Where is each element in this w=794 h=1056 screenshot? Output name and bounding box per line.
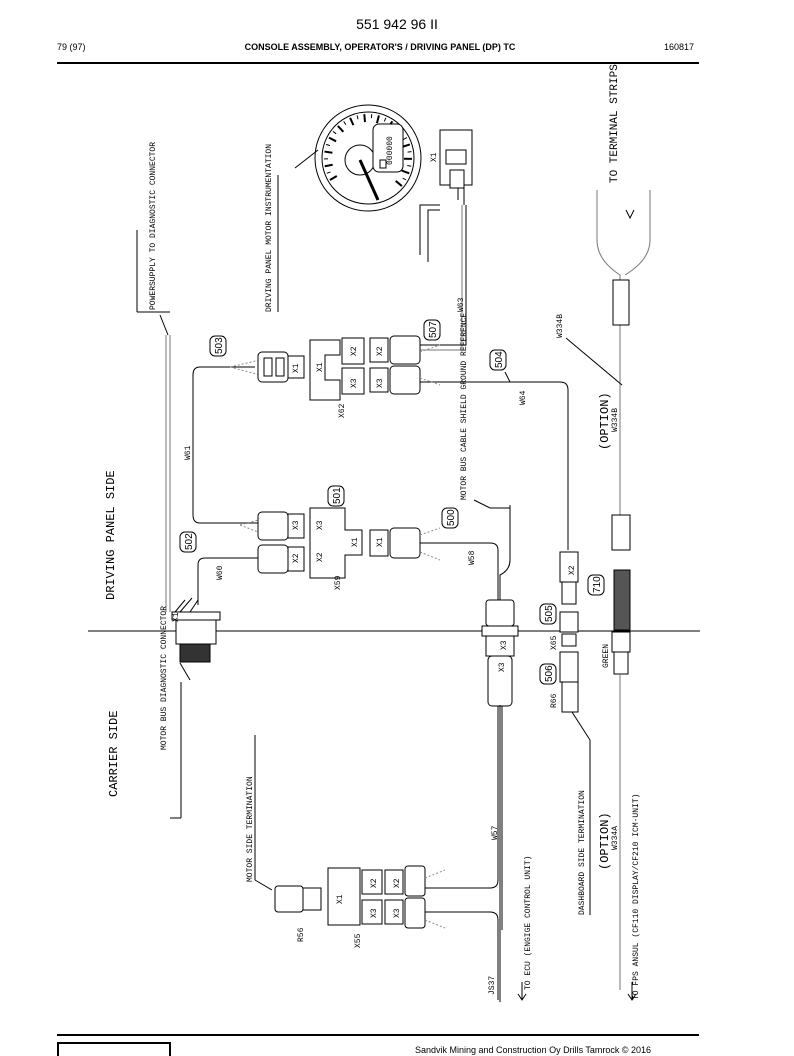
svg-text:X3: X3: [498, 662, 507, 672]
label-option-bottom: (OPTION): [598, 812, 612, 870]
wire-w60: W60: [216, 565, 225, 580]
svg-text:X3: X3: [500, 640, 509, 650]
svg-text:501: 501: [332, 487, 343, 504]
label-to-ecu: TO ECU (ENGIGE CONTROL UNIT): [524, 856, 533, 990]
callout-507: 507: [424, 320, 440, 340]
label-green: GREEN: [602, 644, 611, 668]
gauge-icon: 000000: [315, 105, 421, 211]
label-carrier-side: CARRIER SIDE: [107, 711, 121, 797]
callout-502: 502: [180, 532, 196, 552]
wire-js37: JS37: [488, 976, 497, 995]
svg-text:X1: X1: [351, 537, 360, 547]
wire-w58: W58: [468, 550, 477, 565]
label-to-fps-ansul: TO FPS ANSUL (CF110 DISPLAY/CF210 ICM-UN…: [632, 794, 641, 1000]
svg-text:X3: X3: [370, 908, 379, 918]
label-motor-bus-shield: MOTOR BUS CABLE SHIELD GROUND REFERENCE: [460, 313, 469, 500]
wire-w334a: W334A: [611, 826, 620, 850]
svg-text:506: 506: [544, 665, 555, 682]
connector-x55-label: X55: [354, 933, 363, 948]
svg-text:503: 503: [214, 337, 225, 354]
connector-x65-label: X65: [550, 635, 559, 650]
connector-x62-label: X62: [338, 403, 347, 418]
callout-505: 505: [540, 604, 556, 624]
svg-text:505: 505: [544, 605, 555, 622]
svg-text:X2: X2: [350, 346, 359, 356]
odometer-readout: 000000: [386, 136, 395, 165]
callout-506: 506: [540, 664, 556, 684]
label-motor-bus-diagnostic: MOTOR BUS DIAGNOSTIC CONNECTOR: [160, 606, 169, 750]
connector-r56-label: R56: [297, 927, 306, 942]
wire-w334b-top: W334B: [556, 314, 565, 338]
connector-x55: [275, 866, 425, 928]
label-driving-panel-motor: DRIVING PANEL MOTOR INSTRUMENTATION: [265, 144, 274, 312]
svg-text:X2: X2: [316, 552, 325, 562]
callout-503: 503: [210, 336, 226, 356]
gauge-tick: [324, 152, 332, 153]
gauge-tick: [364, 114, 365, 122]
svg-text:X1: X1: [376, 537, 385, 547]
svg-text:X1: X1: [336, 894, 345, 904]
svg-text:X3: X3: [376, 378, 385, 388]
wire-w57: W57: [491, 825, 500, 840]
wire-w334b-bottom: W334B: [611, 408, 620, 432]
gauge-tick: [408, 152, 412, 153]
svg-text:504: 504: [494, 351, 505, 368]
callout-504: 504: [490, 350, 506, 370]
svg-text:X2: X2: [376, 346, 385, 356]
svg-text:X3: X3: [316, 520, 325, 530]
callout-710: 710: [588, 575, 604, 595]
svg-text:710: 710: [592, 576, 603, 593]
label-driving-panel-side: DRIVING PANEL SIDE: [104, 470, 118, 600]
brand-logo: [57, 1042, 171, 1056]
svg-text:X2: X2: [568, 565, 577, 575]
svg-text:X2: X2: [370, 878, 379, 888]
gauge-connector-x1: X1: [430, 152, 439, 162]
svg-text:500: 500: [446, 509, 457, 526]
callout-501: 501: [328, 486, 344, 506]
svg-text:X1: X1: [172, 612, 181, 622]
connector-x59-label: X59: [334, 575, 343, 590]
connector-r66-label: R66: [550, 693, 559, 708]
wire-w63: W63: [457, 297, 466, 312]
label-motor-side-termination: MOTOR SIDE TERMINATION: [246, 776, 255, 882]
connector-icon: [440, 130, 472, 205]
connector-x59: [258, 508, 420, 578]
svg-text:502: 502: [184, 533, 195, 550]
footer-rule: [57, 1034, 699, 1036]
connector-x3-bulkhead: [482, 600, 518, 706]
svg-text:X2: X2: [292, 553, 301, 563]
label-powersupply: POWERSUPPLY TO DIAGNOSTIC CONNECTOR: [149, 142, 158, 310]
label-option-top: (OPTION): [598, 392, 612, 450]
svg-text:X1: X1: [316, 362, 325, 372]
svg-text:X3: X3: [350, 378, 359, 388]
label-to-terminal-strips: TO TERMINAL STRIPS: [609, 64, 621, 183]
diagnostic-connector: [172, 598, 220, 662]
wire-w64: W64: [519, 390, 528, 405]
label-dashboard-termination: DASHBOARD SIDE TERMINATION: [578, 790, 587, 915]
callout-500: 500: [442, 508, 458, 528]
connector-x65: [560, 552, 578, 712]
svg-text:X2: X2: [393, 878, 402, 888]
svg-text:X3: X3: [393, 908, 402, 918]
wire-w61: W61: [184, 445, 193, 460]
svg-text:507: 507: [428, 321, 439, 338]
svg-text:X1: X1: [292, 363, 301, 373]
svg-text:X3: X3: [292, 520, 301, 530]
footer-copyright: Sandvik Mining and Construction Oy Drill…: [415, 1045, 651, 1055]
connector-x62: [258, 336, 420, 400]
